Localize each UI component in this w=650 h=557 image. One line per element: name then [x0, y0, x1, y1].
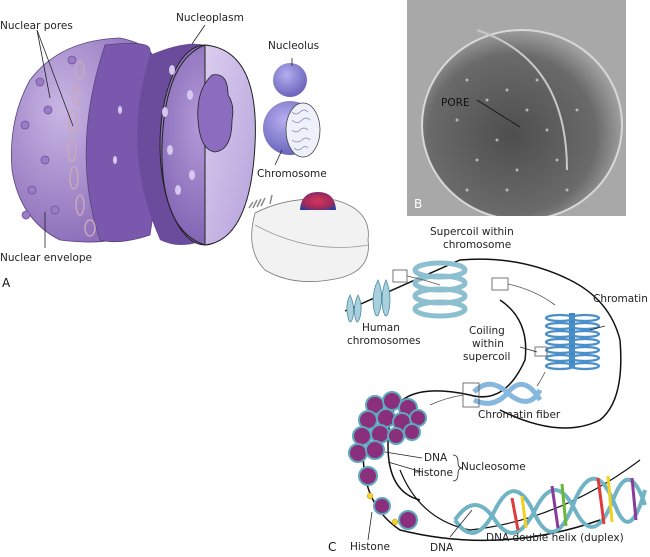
label-nucleoplasm: Nucleoplasm	[176, 12, 244, 24]
nuclear-envelope-shape	[11, 37, 158, 243]
label-chromatin-fiber: Chromatin fiber	[478, 409, 561, 421]
label-nuclear-envelope: Nuclear envelope	[0, 252, 93, 264]
label-supercoil-1: Supercoil within	[430, 226, 514, 238]
label-coiling-2: within	[472, 338, 504, 350]
label-coiling-3: supercoil	[463, 351, 511, 363]
leader-lines-a	[36, 24, 293, 248]
label-pore: PORE	[441, 97, 470, 109]
freeze-fracture-micrograph	[407, 0, 626, 216]
label-human-1: Human	[362, 322, 400, 334]
label-coiling-1: Coiling	[469, 325, 505, 337]
nucleoplasm-shape	[113, 43, 256, 246]
label-human-2: chromosomes	[347, 335, 421, 347]
label-chromatin: Chromatin	[593, 293, 648, 305]
label-nuclear-pores: Nuclear pores	[0, 20, 73, 32]
label-chromosome: Chromosome	[257, 168, 327, 180]
label-dna: DNA	[424, 452, 448, 464]
label-nucleolus: Nucleolus	[268, 40, 320, 52]
label-dna-bottom: DNA	[430, 542, 454, 554]
label-histone-bottom: Histone	[350, 541, 390, 553]
double-helix	[453, 476, 647, 535]
chromatin-diagram	[344, 258, 647, 542]
panel-letter-a: A	[2, 276, 11, 290]
panel-letter-c: C	[328, 540, 337, 554]
nucleolus-figure	[263, 63, 321, 158]
label-double-helix: DNA double helix (duplex)	[486, 532, 624, 544]
nucleosome-cluster	[348, 391, 427, 530]
panel-letter-b: B	[414, 197, 423, 211]
cell-figure	[248, 192, 369, 282]
chromatin-scaffold	[534, 313, 601, 371]
label-supercoil-2: chromosome	[443, 239, 512, 251]
label-nucleosome: Nucleosome	[461, 461, 526, 473]
label-histone: Histone	[413, 467, 453, 479]
